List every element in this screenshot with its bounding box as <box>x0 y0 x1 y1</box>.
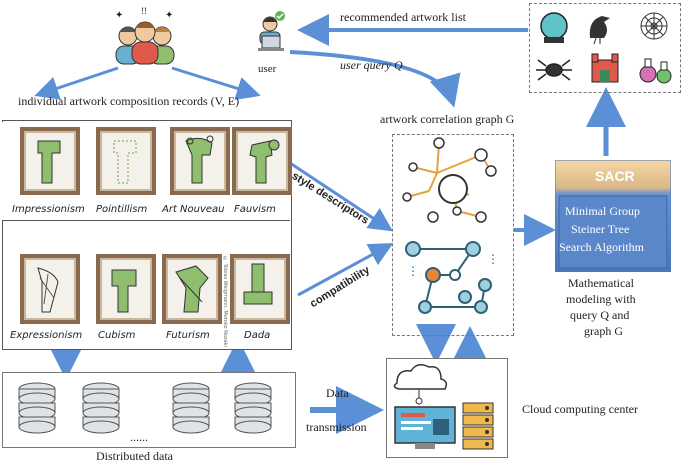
database-icon <box>172 382 210 434</box>
potion-icon <box>639 58 672 84</box>
monitor-icon <box>394 406 456 449</box>
algo-line-1: Minimal Group <box>565 204 640 218</box>
algo-line-2: Steiner Tree <box>571 222 630 236</box>
arrow-query <box>289 50 461 108</box>
painting-pointillism <box>96 127 156 195</box>
painting-impressionism <box>20 127 80 195</box>
math-line-4: graph G <box>584 324 623 338</box>
recommended-label: recommended artwork list <box>340 10 466 24</box>
math-line-1: Mathematical <box>568 276 634 290</box>
painting-fauvism <box>232 127 292 195</box>
arrow-compat <box>297 243 394 297</box>
server-icon <box>462 402 494 450</box>
svg-text:⋮: ⋮ <box>407 264 419 278</box>
math-line-2: modeling with <box>566 292 636 306</box>
spider-icon <box>536 59 572 81</box>
style-expressionism: Expressionism <box>10 330 83 341</box>
cloud-label: Cloud computing center <box>522 402 638 416</box>
correlation-graph-box: ⋮ ⋮ <box>392 134 514 336</box>
sacr-box: SACR Minimal Group Steiner Tree Search A… <box>555 160 671 272</box>
arrow-style <box>289 161 394 232</box>
painting-cubism <box>96 254 156 324</box>
svg-text:!!: !! <box>141 6 147 16</box>
painting-expressionism <box>20 254 80 324</box>
style-art-nouveau: Art Nouveau <box>162 204 225 215</box>
painting-futurism <box>162 254 222 324</box>
arrow-users-right <box>171 66 261 101</box>
crow-icon <box>589 16 610 45</box>
svg-text:⋮: ⋮ <box>487 252 499 266</box>
style-dada: Dada <box>244 330 271 341</box>
castle-icon <box>591 53 619 83</box>
users-group-icon: ✦ !! ✦ <box>110 6 180 66</box>
watermark: © Tobias Weigmann, Motoko Nozaki <box>222 256 228 347</box>
cloud-icon <box>393 364 448 405</box>
painting-dada <box>230 254 290 324</box>
distributed-ellipsis: ...... <box>130 430 148 444</box>
style-cubism: Cubism <box>98 330 136 341</box>
svg-text:✦: ✦ <box>165 10 173 21</box>
math-line-3: query Q and <box>570 308 630 322</box>
database-icon <box>82 382 120 434</box>
style-fauvism: Fauvism <box>234 204 276 215</box>
arrow-users-left <box>34 66 119 100</box>
database-icon <box>234 382 272 434</box>
sacr-title: SACR <box>595 168 635 184</box>
distributed-data-panel <box>2 372 296 448</box>
style-pointillism: Pointillism <box>96 204 148 215</box>
crystal-ball-icon <box>540 12 568 43</box>
style-impressionism: Impressionism <box>12 204 85 215</box>
data-tx-line-1: Data <box>326 386 349 400</box>
database-icon <box>18 382 56 434</box>
user-laptop-icon <box>256 10 288 54</box>
spider-web-icon <box>640 12 668 40</box>
distributed-label: Distributed data <box>96 449 173 463</box>
query-label: user query Q <box>340 58 403 72</box>
cloud-computing-panel <box>386 358 508 458</box>
algo-line-3: Search Algorithm <box>559 240 644 254</box>
painting-art-nouveau <box>170 127 230 195</box>
graph-label: artwork correlation graph G <box>380 112 515 126</box>
data-tx-line-2: transmission <box>306 420 367 434</box>
style-futurism: Futurism <box>166 330 210 341</box>
user-label: user <box>258 63 277 75</box>
svg-text:✦: ✦ <box>115 10 123 21</box>
records-label: individual artwork composition records (… <box>18 94 240 108</box>
recommended-artwork-box <box>529 3 681 93</box>
